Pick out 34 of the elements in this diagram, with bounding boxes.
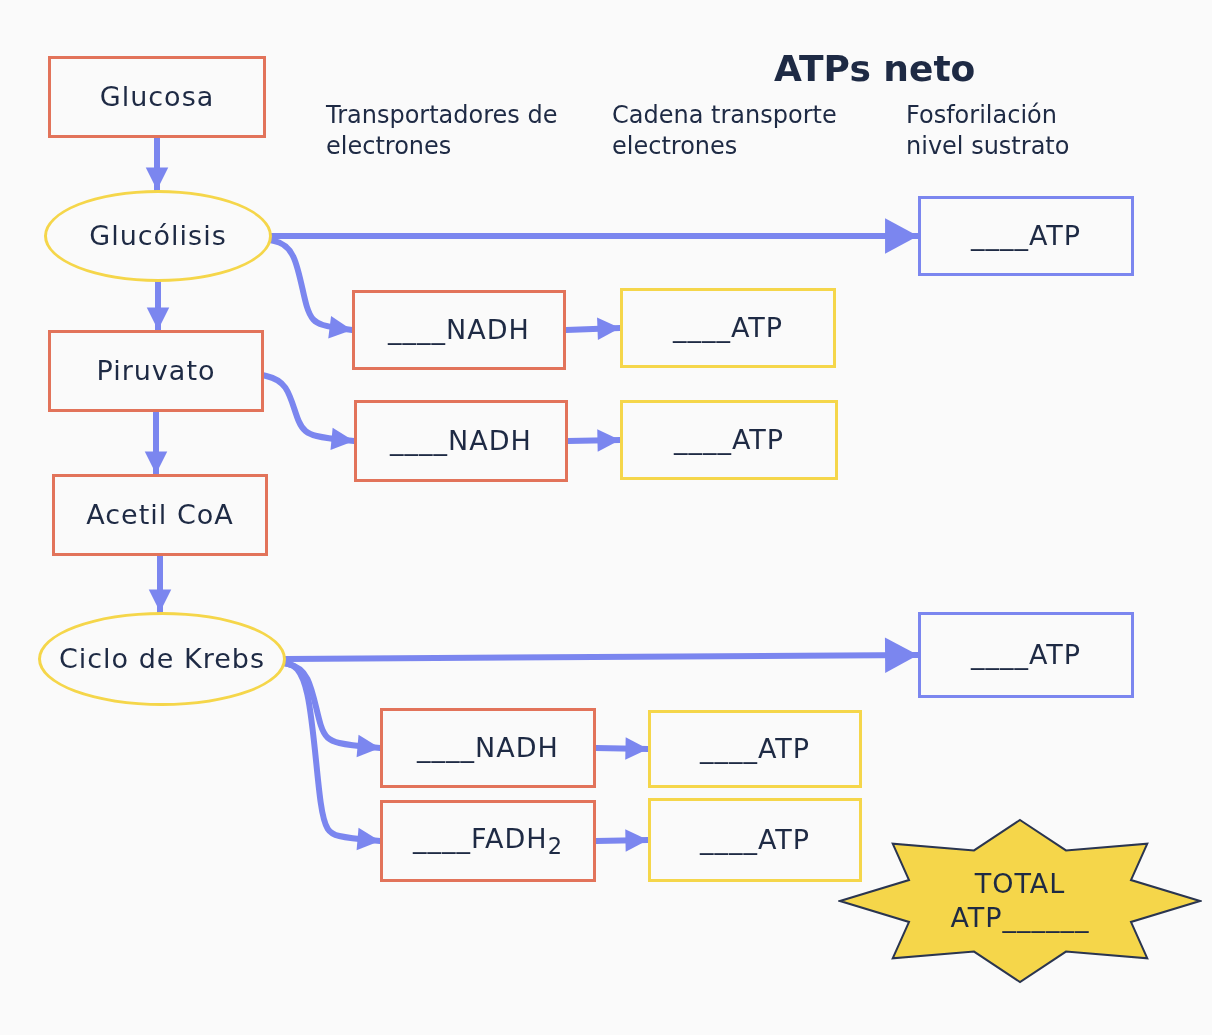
node-label: ____NADH xyxy=(390,424,532,458)
node-label: ____ATP xyxy=(673,423,785,457)
node-label: Acetil CoA xyxy=(86,498,234,532)
process-box xyxy=(354,400,568,482)
node-label: ____ATP xyxy=(672,311,784,345)
result-box xyxy=(918,612,1134,698)
result-box xyxy=(620,288,836,368)
node-label: ____NADH xyxy=(388,313,530,347)
column-heading: Cadena transporte electrones xyxy=(612,100,838,163)
result-box xyxy=(918,196,1134,276)
column-heading: Fosforilación nivel sustrato xyxy=(906,100,1071,163)
node-label: ____FADH$_{2}$ xyxy=(413,821,563,861)
result-box xyxy=(620,400,838,480)
process-box xyxy=(352,290,566,370)
process-box xyxy=(48,330,264,412)
result-box xyxy=(648,710,862,788)
node-label: ____ATP xyxy=(699,732,811,766)
process-box xyxy=(52,474,268,556)
process-box xyxy=(380,800,596,882)
process-box xyxy=(48,56,266,138)
column-heading: Transportadores de electrones xyxy=(326,100,559,163)
node-label: Glucosa xyxy=(99,80,215,114)
heading: ATPs neto xyxy=(774,48,976,89)
node-label: Ciclo de Krebs xyxy=(58,642,266,676)
node-label: ____NADH xyxy=(417,731,559,765)
result-box xyxy=(648,798,862,882)
total-star xyxy=(838,818,1202,984)
node-label: ____ATP xyxy=(699,823,811,857)
process-box xyxy=(380,708,596,788)
node-label: Piruvato xyxy=(96,354,216,388)
node-label: ____ATP xyxy=(970,638,1082,672)
node-label: Glucólisis xyxy=(89,219,227,253)
node-label: ____ATP xyxy=(970,219,1082,253)
node-label: TOTAL ATP______ xyxy=(949,867,1091,935)
